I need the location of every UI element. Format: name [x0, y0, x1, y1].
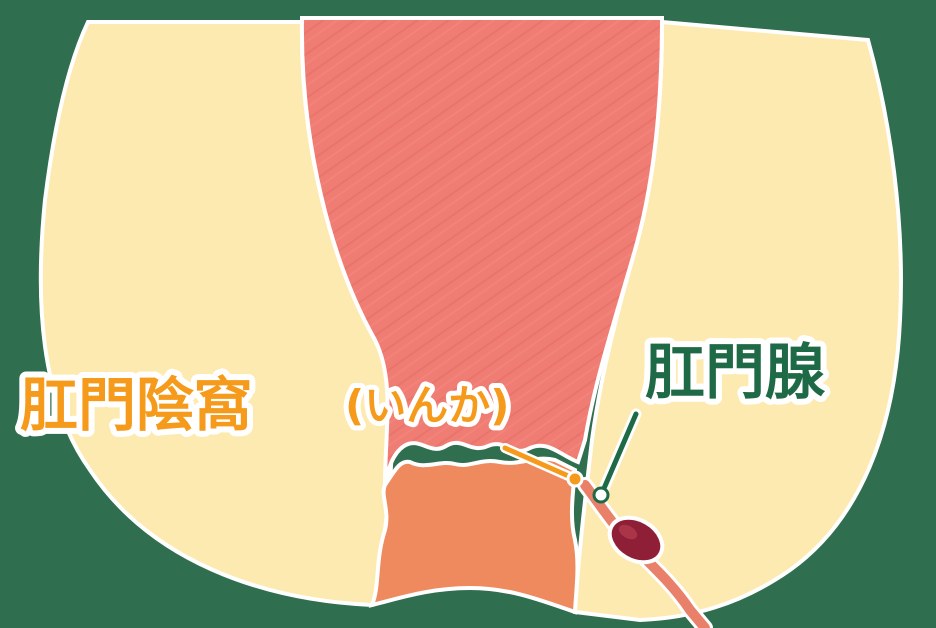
anal-crypt-label-outline: 肛門陰窩	[20, 371, 252, 439]
anal-gland-label-outline: 肛門腺	[645, 338, 826, 408]
gland-pointer-dot	[592, 486, 610, 504]
anal-crypt-label: 肛門陰窩	[20, 371, 252, 439]
anal-canal	[368, 456, 580, 615]
crypt-pointer-dot	[566, 470, 584, 488]
abscess-highlight	[618, 524, 638, 540]
anal-crypt-reading-outline: (いんか)	[345, 381, 509, 430]
rectum	[299, 16, 665, 486]
gland-pointer-line	[599, 411, 639, 496]
anal-crypt-reading: (いんか)	[345, 381, 509, 430]
anal-gland-label: 肛門腺	[645, 338, 826, 408]
crypt-pointer-line	[502, 445, 576, 481]
